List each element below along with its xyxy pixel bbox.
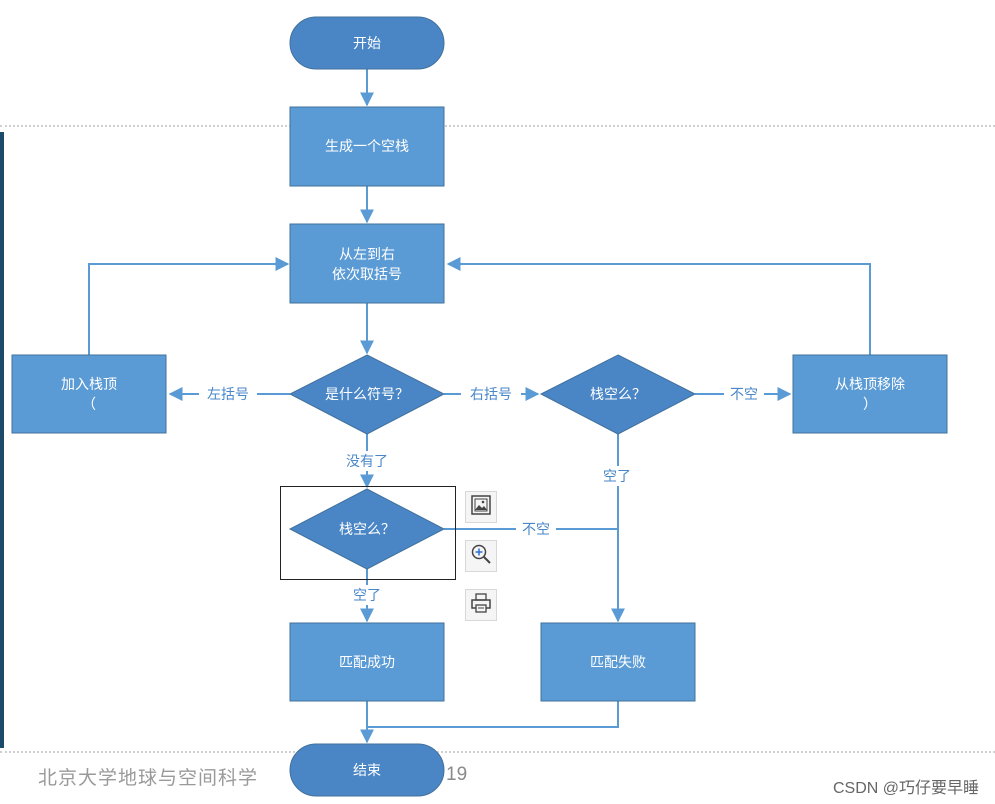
read-paren-process	[289, 223, 445, 304]
match-fail-label: 匹配失败	[590, 655, 646, 671]
match-success-process	[289, 622, 445, 702]
start-terminal	[289, 16, 445, 70]
label-empty-right: 空了	[603, 469, 631, 485]
top-dotted-divider	[0, 125, 995, 127]
create-stack-label: 生成一个空栈	[325, 139, 409, 155]
stack-empty-bottom-decision	[288, 488, 446, 570]
label-not-empty-right: 不空	[730, 387, 758, 403]
bottom-dotted-divider	[0, 751, 995, 753]
zoom-tool-button[interactable]	[465, 540, 497, 572]
edge-fail-to-end	[367, 701, 619, 728]
footer-institution: 北京大学地球与空间科学	[38, 767, 259, 789]
create-stack-process	[289, 106, 445, 187]
read-label-line1: 从左到右	[339, 247, 395, 263]
stack-empty-right-label: 栈空么？	[590, 387, 646, 403]
image-icon	[470, 494, 492, 520]
edge-pop-to-read	[446, 257, 871, 355]
end-terminal	[289, 743, 445, 797]
push-label-line1: 加入栈顶	[61, 377, 117, 393]
label-empty-bottom: 空了	[353, 588, 381, 604]
push-stack-process	[11, 354, 167, 434]
watermark: CSDN @巧仔要早睡	[832, 780, 979, 797]
label-right-paren: 右括号	[470, 387, 512, 403]
match-fail-process	[540, 622, 696, 702]
page-number: 19	[446, 764, 468, 785]
edge-push-to-read	[88, 257, 290, 355]
label-none-left: 没有了	[346, 454, 388, 470]
start-label: 开始	[353, 36, 381, 52]
label-left-paren: 左括号	[207, 387, 249, 403]
stack-empty-right-decision	[539, 354, 697, 435]
label-not-empty-bottom: 不空	[522, 522, 550, 538]
push-label-line2: （	[82, 397, 96, 413]
pop-label-line1: 从栈顶移除	[835, 377, 905, 393]
pop-stack-process	[792, 354, 948, 434]
pop-label-line2: ）	[863, 397, 877, 413]
match-success-label: 匹配成功	[339, 655, 395, 671]
zoom-in-icon	[470, 543, 492, 569]
which-symbol-label: 是什么符号？	[325, 387, 409, 403]
which-symbol-decision	[288, 354, 446, 435]
image-tool-button[interactable]	[465, 491, 497, 523]
stack-empty-bottom-label: 栈空么？	[339, 522, 395, 538]
slide-accent-bar	[0, 132, 4, 748]
print-tool-button[interactable]	[465, 589, 497, 621]
print-icon	[470, 592, 492, 618]
read-label-line2: 依次取括号	[332, 267, 402, 283]
selection-rectangle[interactable]	[280, 486, 456, 580]
end-label: 结束	[353, 763, 381, 779]
